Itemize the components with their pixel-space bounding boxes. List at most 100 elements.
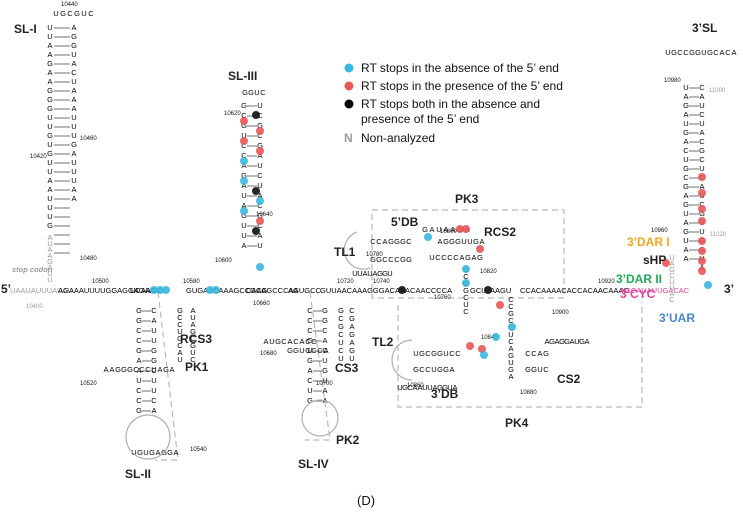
sl2-right-strand-nt: G xyxy=(151,346,157,355)
three-prime-end-label: 3’ xyxy=(724,282,734,296)
sl3p-right-strand-nt: C xyxy=(699,137,705,146)
rcs2-seq1-nt: A xyxy=(437,237,442,246)
pk3-label: PK3 xyxy=(455,192,479,206)
rcs3-right-strand-nt: A xyxy=(190,320,195,329)
sl2-loop-nt: A xyxy=(155,448,160,457)
rcs3-left-strand-nt: U xyxy=(177,327,182,336)
rt-stop-marker-red xyxy=(466,342,474,350)
backbone-seg8: AAGU xyxy=(490,286,511,295)
rt-stop-marker-red xyxy=(256,217,264,225)
sl1-loop-nt: U xyxy=(53,9,58,18)
db5-top-row-nt: A xyxy=(382,237,387,246)
sl1-right-strand-nt: U xyxy=(71,167,76,176)
sl3-left-strand-nt: U xyxy=(241,191,246,200)
rcs2-stem-nt: C xyxy=(463,293,469,302)
sl4-top-row-nt: A xyxy=(323,346,328,355)
sl1-right-strand-nt: G xyxy=(71,32,77,41)
pk4-label: PK4 xyxy=(505,416,529,430)
cs2-top-row-nt: C xyxy=(531,349,537,358)
sl4-loop-nt: A xyxy=(263,337,268,346)
cs3-left-strand-nt: C xyxy=(338,314,344,323)
sl4-right-strand-nt: U xyxy=(322,356,327,365)
sl2-top-row-nt: A xyxy=(157,365,162,374)
rcs2-seq1-nt: G xyxy=(449,237,455,246)
pk4-box xyxy=(397,302,643,408)
tl2-label: TL2 xyxy=(372,335,394,349)
sl1-right-strand-nt: U xyxy=(71,77,76,86)
sl1-left-strand-nt: A xyxy=(47,176,52,185)
cs2-stem-nt: G xyxy=(508,365,514,374)
stop-codon-label: stop codon xyxy=(12,265,53,274)
cs3-right-strand-nt: A xyxy=(349,338,354,347)
rcs3-right-strand-nt: C xyxy=(190,355,196,364)
cs2-top-row-nt: A xyxy=(537,349,542,358)
sl1-left-strand-nt: U xyxy=(47,32,52,41)
cs2-stem-nt: G xyxy=(508,351,514,360)
sl4-right-strand-nt: U xyxy=(322,376,327,385)
sl4-loop-nt: C xyxy=(311,337,317,346)
rt-stop-marker-red xyxy=(698,267,706,275)
structure-labels: SL-I SL-II SL-III SL-IV 3’SL PK1 PK2 PK3… xyxy=(14,21,717,481)
sl1-loop-nt: C xyxy=(88,9,94,18)
rcs2-top-row-nt: A xyxy=(429,225,434,234)
db3-bottom-row-nt: A xyxy=(449,365,454,374)
pos-10740: 10740 xyxy=(373,279,390,285)
sl2-top-row-nt: A xyxy=(103,365,108,374)
sl3-left-strand-nt: C xyxy=(241,111,247,120)
rt-stop-marker-blue xyxy=(704,281,712,289)
cs3-right-strand-nt: A xyxy=(349,322,354,331)
rcs2-seq2-nt: C xyxy=(453,253,459,262)
rt-stop-marker-red xyxy=(240,117,248,125)
pos-10620: 10620 xyxy=(224,111,241,117)
sl1-right-strand-nt: A xyxy=(71,86,76,95)
sl3p-right-strand-nt: U xyxy=(699,101,704,110)
dar-ii-label: 3’DAR II xyxy=(616,272,662,286)
sl2-top-row-nt: A xyxy=(109,365,114,374)
rt-stop-marker-red xyxy=(698,247,706,255)
rt-stop-marker-blue xyxy=(508,323,516,331)
rcs2-seq2-nt: C xyxy=(441,253,447,262)
shp-label: sHP xyxy=(643,253,666,267)
tl1-label: TL1 xyxy=(334,245,356,259)
rt-stop-markers xyxy=(150,111,712,359)
db3-loop-nt: U xyxy=(427,383,432,392)
sl1-right-strand-nt: U xyxy=(71,122,76,131)
cs3-left-strand-nt: C xyxy=(338,346,344,355)
cs2-bottom-row-nt: C xyxy=(543,365,549,374)
sl3p-hairpin-nt: U xyxy=(669,277,674,286)
sl1-left-strand-nt: A xyxy=(47,77,52,86)
sl1-left-strand-nt: A xyxy=(47,50,52,59)
sl3-right-strand-nt: G xyxy=(257,121,263,130)
db3-top-row-nt: C xyxy=(425,349,431,358)
sl3p-left-strand-nt: A xyxy=(683,218,688,227)
rt-stop-marker-blue xyxy=(150,286,158,294)
sl1-right-strand-nt: C xyxy=(71,68,77,77)
pos-10800: 10800 xyxy=(440,229,457,235)
sl3-right-strand-nt: C xyxy=(257,171,263,180)
sl1-right-strand-nt: A xyxy=(71,23,76,32)
pos-10900: 10900 xyxy=(552,310,569,316)
sl3p-right-strand-nt: C xyxy=(699,200,705,209)
rt-stop-marker-black xyxy=(398,286,406,294)
sl3p-loop-nt: A xyxy=(731,48,736,57)
sl4-top-row-nt: G xyxy=(305,346,311,355)
sl-iii-label: SL-III xyxy=(228,69,257,83)
db3-loop-nt: A xyxy=(412,383,417,392)
rt-stop-marker-blue xyxy=(156,286,164,294)
sl4-right-strand-nt: A xyxy=(322,386,327,395)
db3-bottom-row-nt: G xyxy=(443,365,449,374)
sl2-left-strand-nt: U xyxy=(136,376,141,385)
db3-bottom-row-nt: C xyxy=(419,365,425,374)
cs3-right-strand-nt: G xyxy=(349,314,355,323)
sl2-left-strand-nt: A xyxy=(136,366,141,375)
rcs3-right-strand-nt: G xyxy=(190,341,196,350)
pos-10460: 10460 xyxy=(80,136,97,142)
